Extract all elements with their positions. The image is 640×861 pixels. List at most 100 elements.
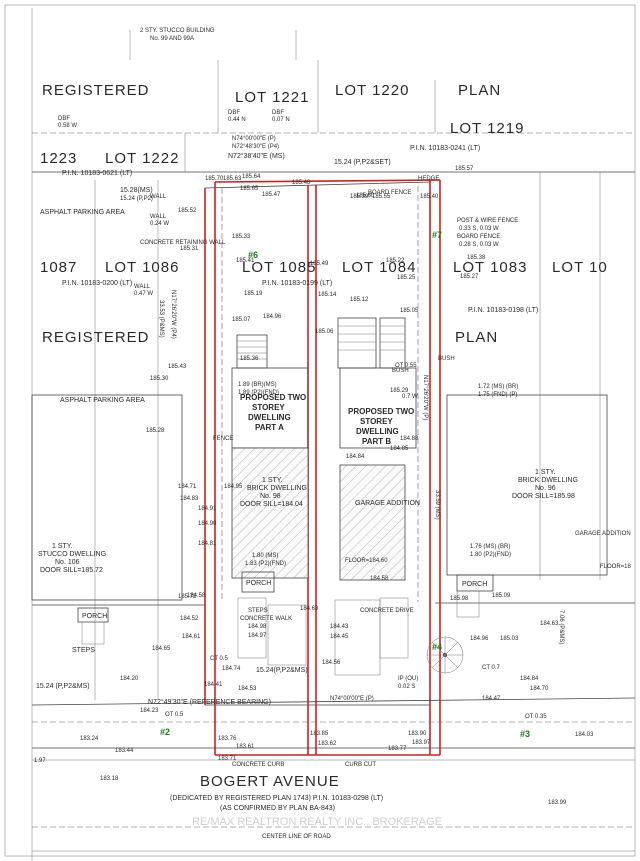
label-centre-line: CENTER LINE OF ROAD xyxy=(262,834,331,840)
label-dbf-1-off: 0.58 W xyxy=(58,123,77,129)
elevation-e30: 184.88 xyxy=(400,436,419,442)
label-ip-ou: IP (OU) xyxy=(398,676,418,682)
elevation-e75: 185.29 xyxy=(390,388,409,394)
elevation-e6: 185.48 xyxy=(292,180,311,186)
label-dim-706: 7.06 (P&MS) xyxy=(558,610,564,644)
elevation-e46: 184.58 xyxy=(370,576,389,582)
label-part-b-3: DWELLING xyxy=(356,427,399,436)
elevation-e14: 185.41 xyxy=(236,258,255,264)
label-dim-180-r: 1.80 (P2)(FND) xyxy=(470,552,511,558)
steps-right xyxy=(456,590,480,618)
elevation-e21: 185.07 xyxy=(232,317,251,323)
label-dim-189-fnd: 1.89 (P2)(FND) xyxy=(238,390,279,396)
label-dim-180: 1.80 (MS) xyxy=(252,553,278,559)
elevation-e3: 185.65 xyxy=(240,186,259,192)
elevation-e40: 184.97 xyxy=(248,633,267,639)
page-border xyxy=(4,4,636,857)
marker-3: #3 xyxy=(520,729,530,739)
label-brick98-2: BRICK DWELLING xyxy=(247,485,307,492)
elevation-e66: 184.96 xyxy=(470,636,489,642)
label-porch-right: PORCH xyxy=(462,581,487,588)
label-asphalt-mid: ASPHALT PARKING AREA xyxy=(60,397,145,404)
side-lot-lines xyxy=(32,172,635,700)
elevation-e37: 184.61 xyxy=(182,634,201,640)
label-concrete-drive: CONCRETE DRIVE xyxy=(360,608,414,614)
house-98-footprint xyxy=(231,447,309,579)
elevation-e11: 185.52 xyxy=(178,208,197,214)
elevation-e7: 185.39 xyxy=(350,194,369,200)
label-board-fence: BOARD FENCE xyxy=(457,234,500,240)
elevation-e49: 184.53 xyxy=(238,686,257,692)
label-registered-mid: REGISTERED xyxy=(42,329,150,346)
label-dim-1524-top-left: 15.24 (P,P2) xyxy=(120,196,153,202)
part-a-stair-treads xyxy=(237,340,267,360)
label-lot-1220: LOT 1220 xyxy=(335,82,409,99)
label-stucco-top-no: No. 99 AND 99A xyxy=(150,36,194,42)
label-pin-0621: P.I.N. 10183-0621 (LT) xyxy=(62,170,132,177)
label-brick98-3: No. 98 xyxy=(260,493,281,500)
elevation-e35: 184.91 xyxy=(198,506,217,512)
label-post-wire-fence: POST & WIRE FENCE xyxy=(457,218,518,224)
label-bearing-n72-48: N72°48'30"E (P4) xyxy=(232,144,279,150)
elevation-e10: 185.40 xyxy=(420,194,439,200)
label-floor-r: FLOOR=18 xyxy=(600,564,632,570)
label-curb-cut: CURB CUT xyxy=(345,762,376,768)
elevation-e77: 1.97 xyxy=(34,758,46,764)
label-dim-189-ms: 1.89 (BR)(MS) xyxy=(238,382,277,388)
elevation-e16: 185.12 xyxy=(350,297,369,303)
label-ip-off: 0.02 S xyxy=(398,684,415,690)
porch-a xyxy=(241,571,275,593)
part-b-stair xyxy=(337,317,377,369)
label-dim-1524-front: 15.24(P,P2&MS) xyxy=(256,667,308,674)
elevation-e65: 185.09 xyxy=(492,593,511,599)
label-bearing-left-vert: N17°26'20"W (P4) xyxy=(170,290,176,339)
elevation-e20: 185.22 xyxy=(386,258,405,264)
steps-left xyxy=(81,621,105,645)
elevation-e22: 184.96 xyxy=(263,314,282,320)
label-dim-183: 1.83 (P2)(FND) xyxy=(245,561,286,567)
label-part-a-3: DWELLING xyxy=(248,413,291,422)
label-brick98-4: DOOR SILL=184.04 xyxy=(240,501,303,508)
label-pin-0199: P.I.N. 10183-0199 (LT) xyxy=(262,280,332,287)
elevation-e63: 184.03 xyxy=(575,732,594,738)
label-bearing-n74: N74°00'00"E (P) xyxy=(232,136,276,142)
elevation-e53: 183.71 xyxy=(218,756,237,762)
elevation-e78: 184.52 xyxy=(180,616,199,622)
label-dim-1528: 15.28(MS) xyxy=(120,187,153,194)
label-bush-2: BUSH xyxy=(438,356,455,362)
label-stucco106-1: 1 STY. xyxy=(52,543,73,550)
label-brick96-2: BRICK DWELLING xyxy=(518,477,578,484)
elevation-e25: 185.30 xyxy=(150,376,169,382)
label-board-fence-offset: 0.28 S, 0.03 W xyxy=(459,242,499,248)
label-ct-07: CT 0.7 xyxy=(482,665,501,671)
label-wall-1: WALL xyxy=(150,194,167,200)
elevation-e17: 185.25 xyxy=(397,275,416,281)
label-post-wire-offset: 0.33 S, 0.03 W xyxy=(459,226,499,232)
marker-6: #6 xyxy=(248,250,258,260)
label-dbf-3: DBF xyxy=(272,110,284,116)
elevation-e32: 184.83 xyxy=(180,496,199,502)
label-wall-3-off: 0.47 W xyxy=(134,291,153,297)
label-stucco106-3: No. 106 xyxy=(55,559,80,566)
label-plan-mid: PLAN xyxy=(455,329,498,346)
label-brick96-4: DOOR SILL=185.98 xyxy=(512,493,575,500)
elevation-e61: 183.18 xyxy=(100,776,119,782)
elevation-e41: 184.63 xyxy=(300,606,319,612)
label-dim-175: 1.75 (FND) (P) xyxy=(478,392,517,398)
elevation-e76: 185.19 xyxy=(244,291,263,297)
label-pin-0200: P.I.N. 10183-0200 (LT) xyxy=(62,280,132,287)
elevation-e50: 184.23 xyxy=(140,708,159,714)
label-pin-0241: P.I.N. 10183-0241 (LT) xyxy=(410,145,480,152)
elevation-e62: 183.99 xyxy=(548,800,567,806)
label-ct-05: CT 0.5 xyxy=(210,656,229,662)
label-lot-1087: 1087 xyxy=(40,259,77,276)
elevation-e47: 184.20 xyxy=(120,676,139,682)
label-dbf-2-off: 0.44 N xyxy=(228,117,246,123)
watermark: RE/MAX REALTRON REALTY INC., BROKERAGE xyxy=(192,816,442,828)
label-porch-a: PORCH xyxy=(246,580,271,587)
label-dot-035: OT 0.35 xyxy=(525,714,547,720)
label-dim-1524-top: 15.24 (P,P2&SET) xyxy=(334,159,391,166)
elevation-e39: 184.98 xyxy=(248,624,267,630)
label-steps-left: STEPS xyxy=(72,647,95,654)
